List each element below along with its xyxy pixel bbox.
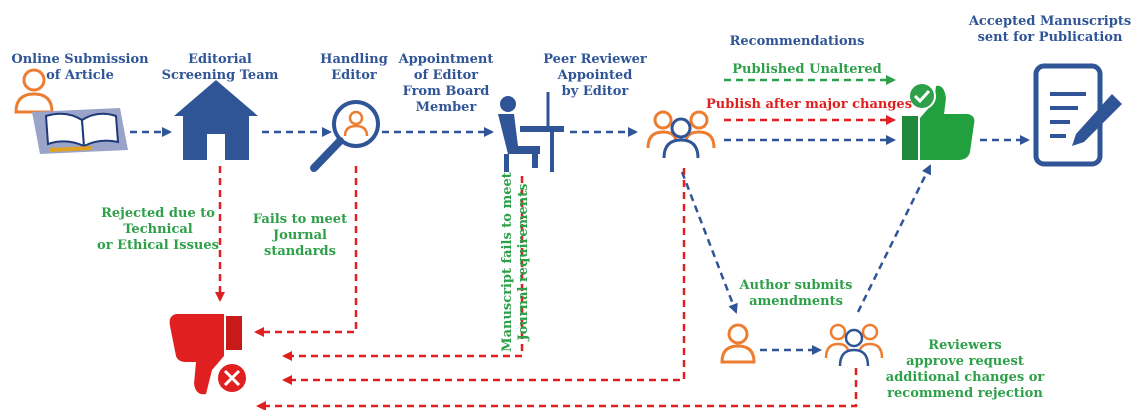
- label-recommendations: Recommendations: [729, 34, 865, 49]
- arrow-handling-reject: [254, 166, 358, 337]
- label-handling-editor: Handling Editor: [320, 52, 388, 83]
- arrow-reviewers-publication: [856, 164, 932, 313]
- label-appointment: Appointment of Editor From Board Member: [398, 52, 494, 115]
- book-icon: [32, 108, 128, 154]
- label-submission: Online Submission of Article: [11, 52, 149, 83]
- document-pen-icon: [1033, 63, 1122, 167]
- house-icon: [174, 80, 258, 160]
- person-icon: [14, 68, 54, 114]
- label-published-unaltered: Published Unaltered: [732, 62, 882, 77]
- author-person-icon: [720, 323, 756, 364]
- label-screening: Editorial Screening Team: [161, 52, 279, 83]
- thumbs-down-x-icon: [169, 314, 248, 395]
- label-accepted: Accepted Manuscripts sent for Publicatio…: [968, 14, 1132, 45]
- group-icon: [646, 110, 716, 159]
- desk-worker-icon: [498, 92, 564, 172]
- arrow-peer-author: [680, 171, 738, 314]
- arrow-appointment-reject: [282, 176, 524, 361]
- arrow-peer-reject: [282, 168, 686, 385]
- magnifier-icon: [310, 100, 380, 172]
- label-peer-reviewer: Peer Reviewer Appointed by Editor: [543, 52, 647, 99]
- label-rejected-technical: Rejected due to Technical or Ethical Iss…: [97, 206, 219, 253]
- label-author-submits: Author submits amendments: [739, 278, 853, 309]
- label-fails-requirements: Manuscript fails to meet Journal require…: [500, 172, 531, 352]
- reviewers-group-icon: [824, 323, 884, 367]
- thumbs-up-check-icon: [902, 82, 975, 160]
- label-major-changes: Publish after major changes: [706, 97, 913, 112]
- arrow-reviewers-reject: [256, 368, 858, 410]
- label-fails-standards: Fails to meet Journal standards: [252, 212, 348, 259]
- label-reviewers-decision: Reviewers approve request additional cha…: [885, 338, 1045, 401]
